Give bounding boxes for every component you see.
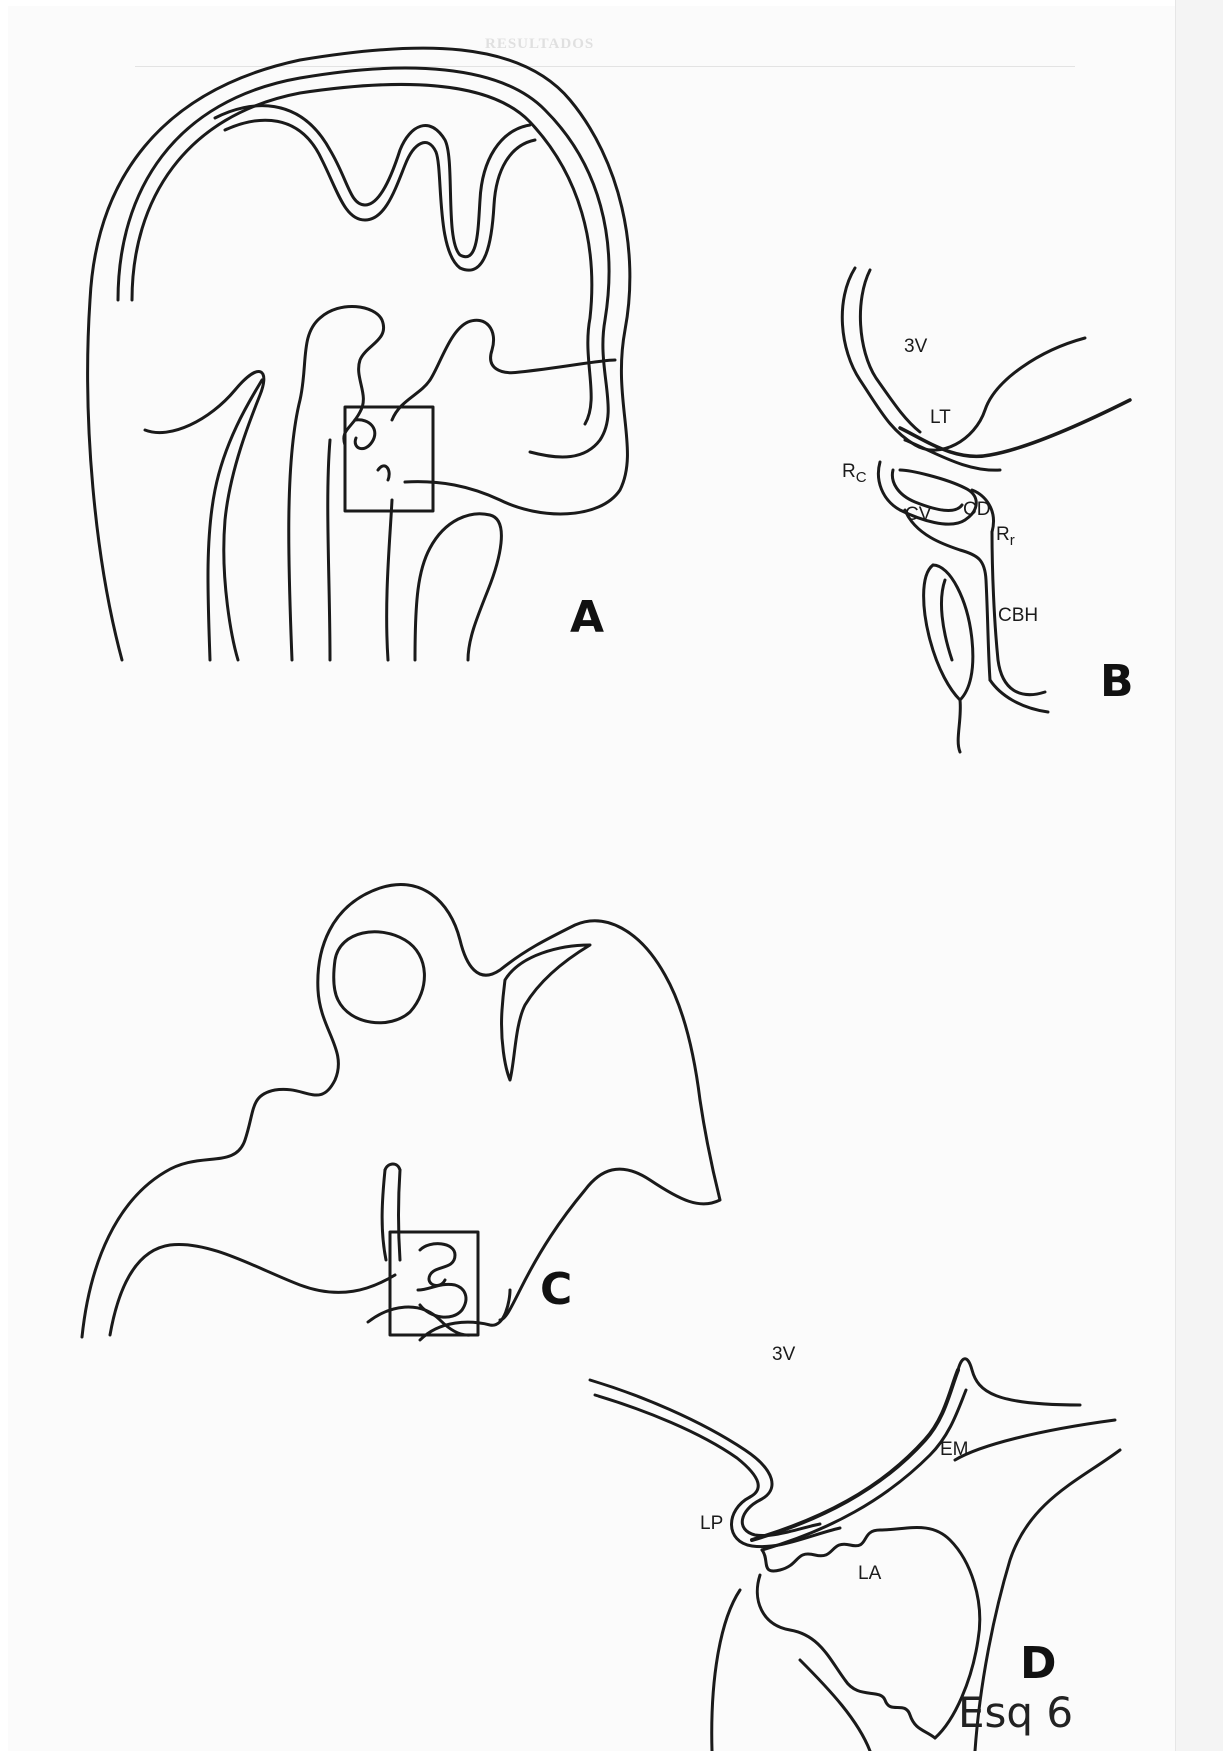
label-3v-b: 3V: [904, 337, 927, 356]
panel-c-drawing: [82, 885, 720, 1340]
label-la: LA: [858, 1564, 881, 1583]
label-3v-d: 3V: [772, 1345, 795, 1364]
label-rc: RC: [842, 462, 867, 485]
label-em: EM: [940, 1440, 969, 1459]
label-cd: CD: [963, 500, 990, 519]
figure-caption: Esq 6: [958, 1692, 1073, 1734]
panel-label-a: A: [570, 596, 604, 640]
label-lt: LT: [930, 408, 951, 427]
panel-a-drawing: [88, 48, 630, 660]
label-cbh: CBH: [998, 606, 1038, 625]
panel-label-c: C: [540, 1268, 572, 1312]
label-lp: LP: [700, 1514, 723, 1533]
label-cv: CV: [905, 505, 931, 524]
panel-label-d: D: [1020, 1642, 1057, 1686]
panel-label-b: B: [1100, 660, 1134, 704]
label-rr: Rr: [996, 525, 1015, 548]
